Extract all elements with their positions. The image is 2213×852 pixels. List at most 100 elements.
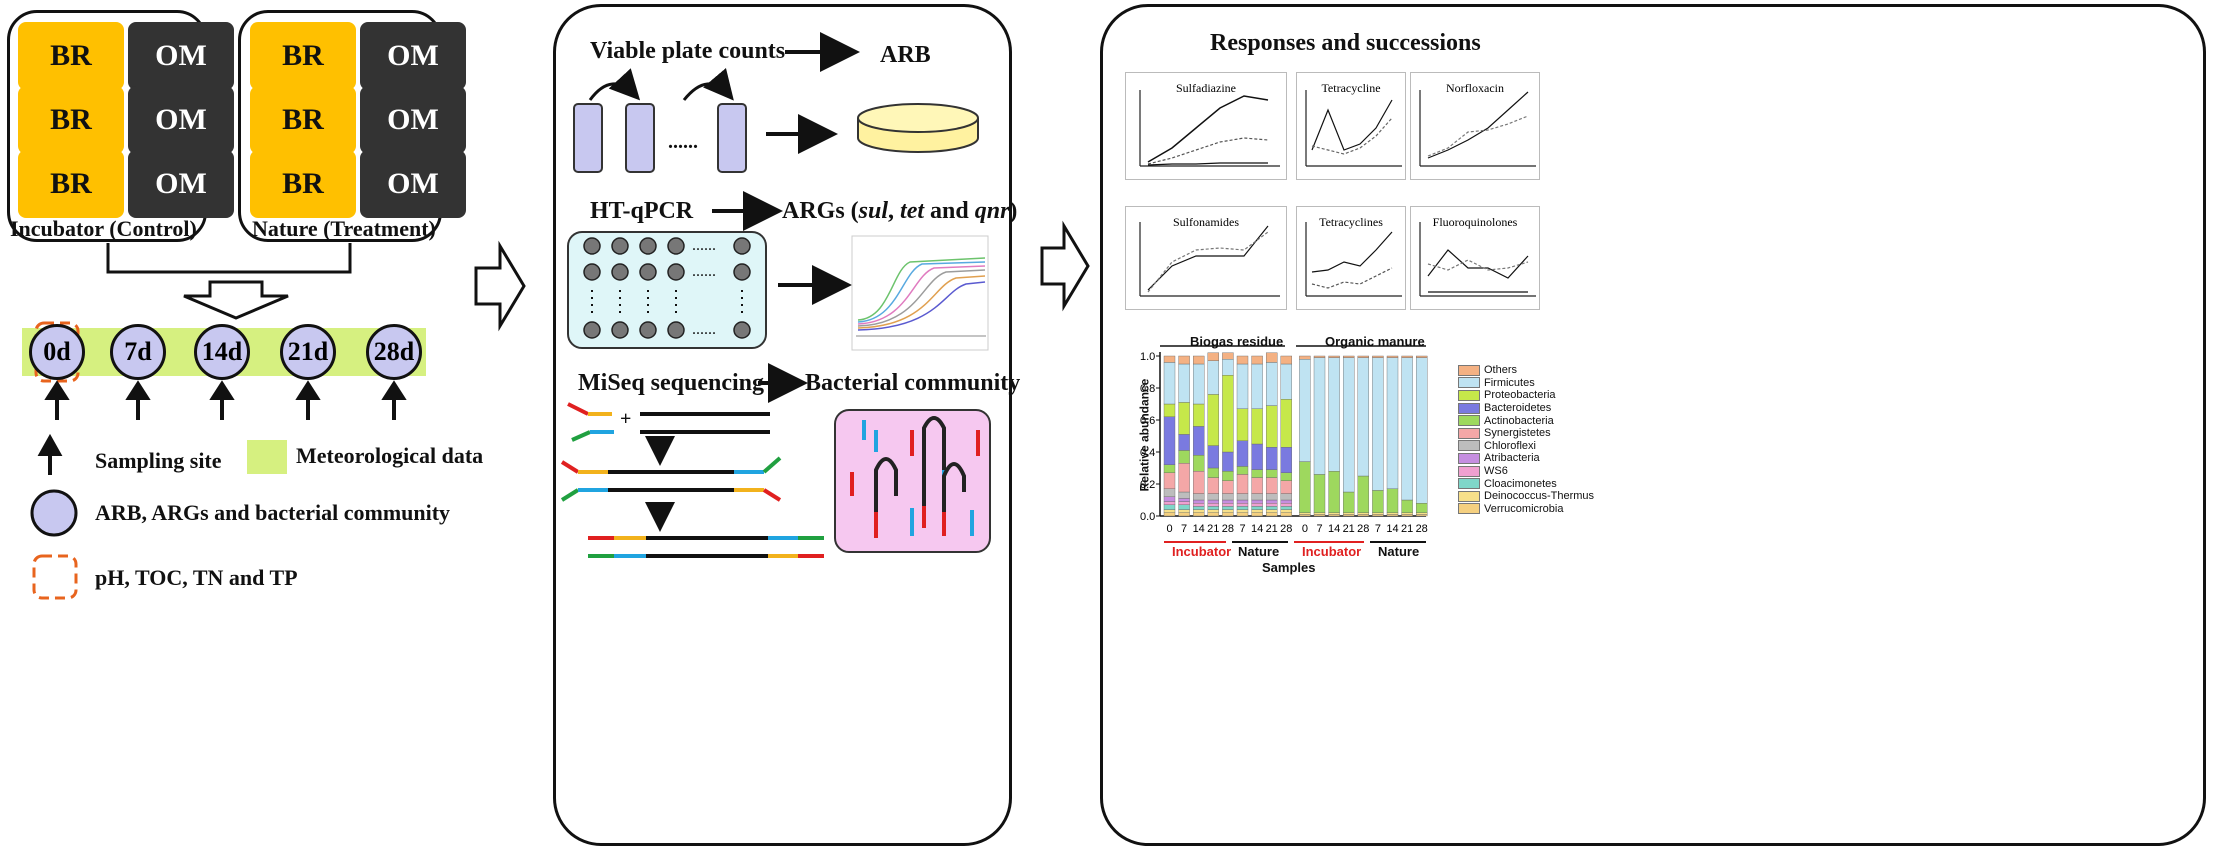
bar-segment — [1415, 514, 1428, 517]
bar-segment — [1280, 399, 1293, 448]
y-tick-label: 0.2 — [1140, 479, 1155, 491]
miseq-label: MiSeq sequencing — [578, 370, 765, 396]
bar-segment — [1178, 450, 1190, 464]
mini-chart-title: Tetracyclines — [1319, 215, 1383, 229]
bar-segment — [1236, 503, 1249, 507]
bar-segment — [1163, 464, 1176, 473]
mini-chart-sulfadiazine: Sulfadiazine — [1125, 72, 1287, 180]
svg-text:......: ...... — [692, 263, 716, 280]
legend-label: Actinobacteria — [1484, 414, 1554, 427]
bar-segment — [1251, 512, 1263, 517]
legend-label: Synergistetes — [1484, 427, 1551, 440]
bar-segment — [1280, 493, 1293, 501]
bar-segment — [1280, 480, 1293, 494]
x-tick-label: 21 — [1401, 523, 1413, 535]
legend-entry: Cloacimonetes — [1458, 477, 1594, 490]
bar-segment — [1222, 512, 1234, 517]
bar-segment — [1251, 499, 1263, 504]
amplified-strands — [588, 536, 824, 558]
cluster-reads — [850, 416, 980, 538]
bar-segment — [1207, 467, 1220, 478]
bar-segment — [1192, 493, 1205, 501]
mini-chart-tetracyclines: Tetracyclines — [1296, 206, 1406, 310]
args-suffix: ) — [1009, 198, 1018, 224]
hollow-down-arrow — [183, 280, 289, 320]
legend-label: Deinococcus-Thermus — [1484, 490, 1595, 503]
bar-segment — [1251, 469, 1263, 478]
bar-segment — [1236, 363, 1249, 409]
bar-segment — [1192, 512, 1205, 517]
x-tick-label: 28 — [1222, 523, 1234, 535]
svg-text:......: ...... — [692, 321, 716, 338]
tube — [717, 103, 747, 173]
legend-swatch — [1458, 427, 1480, 439]
incubator-label: Incubator (Control) — [10, 216, 197, 241]
bar-segment — [1372, 355, 1384, 358]
legend-entry: Deinococcus-Thermus — [1458, 490, 1594, 503]
bar-segment — [1236, 466, 1249, 475]
x-tick-label: 28 — [1357, 523, 1369, 535]
args-and: and — [924, 198, 975, 224]
adapter-fragments — [567, 402, 614, 442]
nature-label-om: Nature — [1378, 544, 1420, 559]
legend-swatch — [1458, 440, 1480, 452]
dilution-dots: ...... — [668, 131, 698, 153]
bar-segment — [1163, 509, 1176, 514]
x-tick-label: 0 — [1166, 523, 1172, 535]
ligated-strands — [560, 456, 782, 502]
bar-segment — [1251, 477, 1263, 494]
meteo-legend-swatch — [247, 440, 287, 474]
bar-segment — [1265, 362, 1278, 406]
legend-arb: ARB, ARGs and bacterial community — [95, 500, 451, 525]
x-tick-label: 7 — [1239, 523, 1245, 535]
bar-segment — [1178, 498, 1190, 502]
bar-segment — [1163, 362, 1176, 405]
bar-segment — [1415, 357, 1428, 504]
merge-bracket — [106, 243, 352, 274]
x-tick-label: 7 — [1375, 523, 1381, 535]
legend-swatch — [1458, 503, 1480, 515]
bar-segment — [1265, 506, 1278, 510]
legend-swatch — [1458, 490, 1480, 502]
bar-segment — [1207, 509, 1220, 514]
legend-label: Chloroflexi — [1484, 439, 1536, 452]
bar-segment — [1207, 352, 1220, 361]
legend-entry: Actinobacteria — [1458, 414, 1594, 427]
bar-segment — [1299, 514, 1311, 517]
y-tick-label: 0.6 — [1140, 415, 1155, 427]
bar-segment — [1313, 512, 1326, 515]
bar-segment — [1328, 512, 1340, 515]
tile-om: OM — [360, 86, 466, 154]
bar-segment — [1328, 471, 1340, 514]
transfer-arrow — [588, 68, 641, 101]
mini-chart-tetracycline: Tetracycline — [1296, 72, 1406, 180]
legend-entry: Proteobacteria — [1458, 389, 1594, 402]
bar-segment — [1401, 499, 1413, 514]
results-title: Responses and successions — [1210, 30, 1481, 56]
day-0: 0d — [29, 324, 85, 380]
tile-om: OM — [128, 150, 234, 218]
day-7: 7d — [110, 324, 166, 380]
legend-label: Cloacimonetes — [1484, 477, 1557, 490]
x-axis-title: Samples — [1262, 560, 1316, 575]
bar-segment — [1280, 503, 1293, 507]
group-label-br: Biogas residue — [1190, 334, 1284, 349]
bar-segment — [1386, 514, 1399, 517]
dashed-legend-icon — [32, 554, 78, 600]
legend-label: Bacteroidetes — [1484, 402, 1552, 415]
legend-label: Others — [1484, 364, 1518, 377]
x-tick-label: 14 — [1328, 523, 1340, 535]
bar-segment — [1313, 514, 1326, 517]
legend-meteo: Meteorological data — [296, 443, 484, 468]
bar-segment — [1207, 503, 1220, 507]
x-tick-label: 21 — [1266, 523, 1278, 535]
y-tick-label: 0.0 — [1140, 511, 1155, 523]
bar-segment — [1328, 514, 1340, 517]
mini-chart-sulfonamides: Sulfonamides — [1125, 206, 1287, 310]
y-tick-label: 0.4 — [1140, 447, 1155, 459]
bar-segment — [1280, 509, 1293, 514]
day-28: 28d — [366, 324, 422, 380]
bar-segment — [1342, 514, 1355, 517]
args-sul: sul — [858, 198, 889, 224]
bar-segment — [1401, 512, 1413, 515]
